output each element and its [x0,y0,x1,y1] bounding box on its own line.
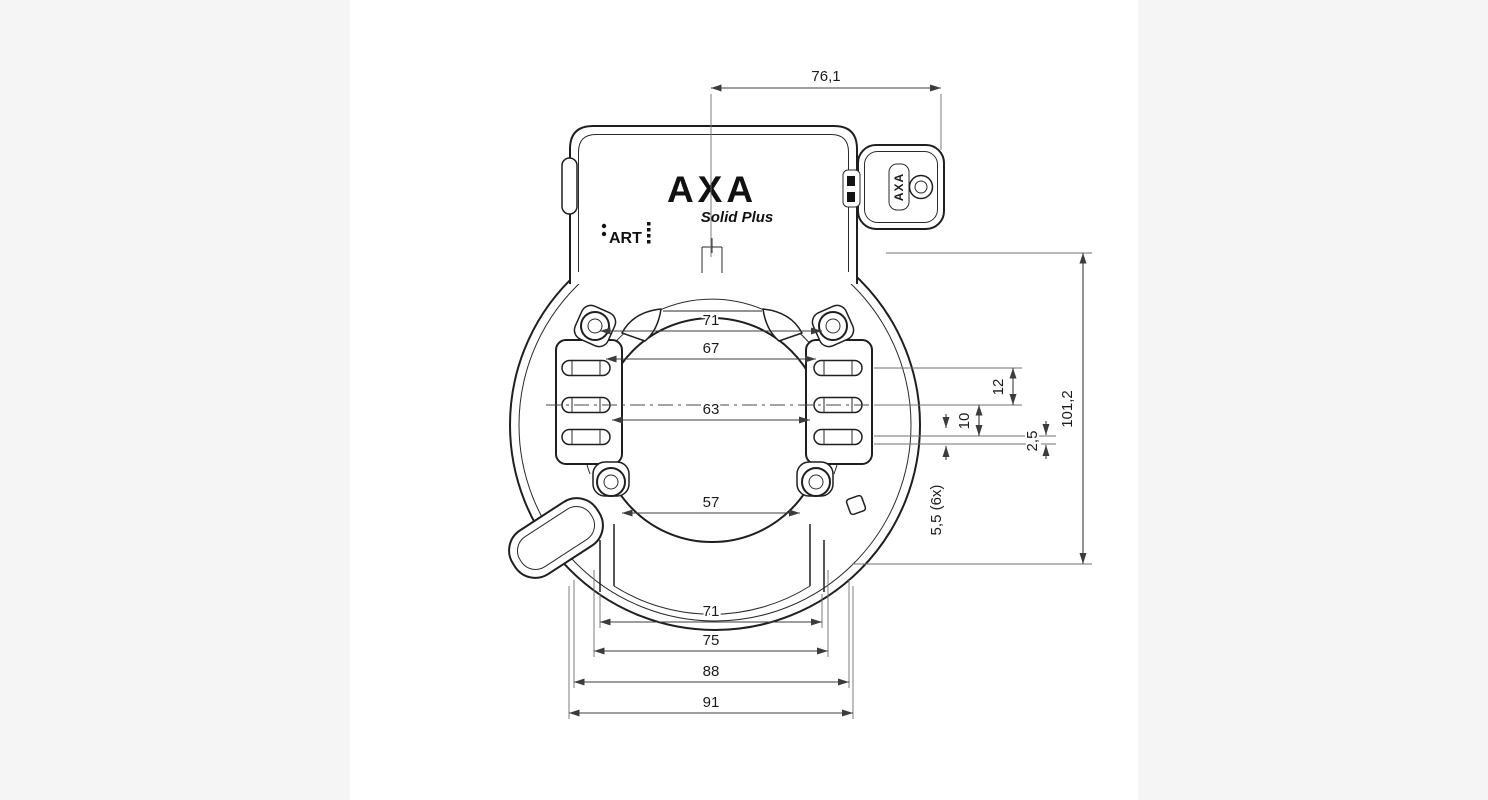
svg-text:63: 63 [703,401,720,418]
frame-bolt-slot [845,494,867,516]
dim-total-height: 101,2 [852,252,1092,565]
mount-slot [561,428,611,446]
mounting-plate-left [555,339,623,465]
svg-text:67: 67 [703,340,720,357]
dim-ear-width: 67 [606,338,816,363]
shackle-mouth [599,524,825,615]
dim-bottom-width-1: 71 [599,594,823,628]
mount-slot [813,428,863,446]
key: AXA [857,144,945,230]
release-lever [508,497,604,579]
svg-text:75: 75 [703,632,720,649]
dim-slot-size: 5,5 (6x) [926,414,950,537]
svg-text:71: 71 [703,603,720,620]
dim-top-width: 76,1 [710,66,942,257]
key-ring-hole [908,174,934,200]
bolt-channel [701,238,723,273]
dim-bottom-width-2: 75 [593,570,829,657]
slot-ticks [571,361,601,444]
svg-text:12: 12 [990,379,1007,396]
svg-text:88: 88 [703,663,720,680]
dim-slot-pitch-lower: 10 [874,405,1056,437]
svg-text:10: 10 [956,413,973,430]
lock-housing [569,125,858,284]
bolt-hole-bottom-right [796,461,834,497]
key-brand-label: AXA [892,173,906,201]
dimensions: 76,1 71 67 63 57 71 75 [568,66,1092,719]
svg-text:101,2: 101,2 [1059,390,1076,428]
art-label: ART [609,230,642,247]
dim-lower-inner-width: 57 [622,492,800,517]
svg-text:57: 57 [703,494,720,511]
slot-ticks [823,361,853,444]
keyhole [842,169,861,208]
bolt-hole-bottom-left [592,461,630,497]
svg-text:76,1: 76,1 [811,68,840,85]
svg-text:2,5: 2,5 [1024,431,1041,452]
housing-hinge-tab [561,157,578,215]
mount-slot [813,359,863,377]
dim-upper-inner-width: 71 [600,310,822,335]
lock-drawing: AXA AXA Solid Plus ART [508,125,945,631]
brand-logo: AXA [667,169,757,210]
art-certification-logo: ART [601,222,651,247]
svg-text:5,5 (6x): 5,5 (6x) [928,485,945,536]
dim-slot-pitch-upper: 12 [874,367,1022,406]
model-name: Solid Plus [701,209,774,226]
svg-text:91: 91 [703,694,720,711]
dim-center-width: 63 [612,399,810,424]
mount-slot [561,359,611,377]
svg-text:71: 71 [703,312,720,329]
dim-bottom-width-3: 88 [573,580,850,688]
dim-slot-offset: 2,5 [874,421,1056,459]
dim-bottom-width-4: 91 [568,586,854,719]
bolt-hole-top-right [811,304,855,348]
